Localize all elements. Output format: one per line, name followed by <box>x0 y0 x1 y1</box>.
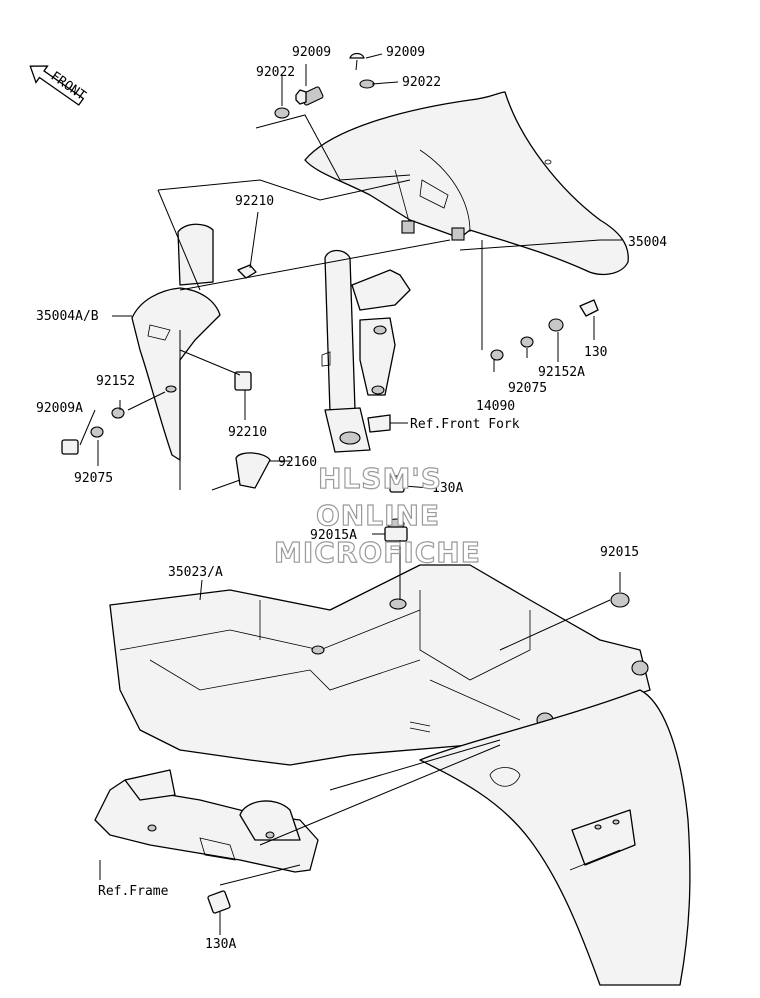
rear-undertray <box>109 564 651 766</box>
callout-ref-frame: Ref.Frame <box>98 884 169 899</box>
callout-92152: 92152 <box>96 374 135 389</box>
callout-92075-right: 92075 <box>508 381 547 396</box>
callout-92075-left: 92075 <box>74 471 113 486</box>
callout-14090: 14090 <box>476 399 515 414</box>
callout-92015: 92015 <box>600 545 639 560</box>
callout-92152a: 92152A <box>538 365 585 380</box>
callout-130a-bottom: 130A <box>205 937 236 952</box>
callout-130a-mid: 130A <box>432 481 463 496</box>
watermark-line-1: HLSM'S <box>318 462 442 495</box>
callout-92009-right: 92009 <box>386 45 425 60</box>
callout-92009a: 92009A <box>36 401 83 416</box>
fasteners-top <box>61 52 630 914</box>
front-fender <box>304 91 629 276</box>
callout-92210-bottom: 92210 <box>228 425 267 440</box>
callout-92160: 92160 <box>278 455 317 470</box>
front-arrow-icon <box>29 65 85 106</box>
callout-130-right: 130 <box>584 345 607 360</box>
inner-fender <box>131 223 221 461</box>
callout-35023a: 35023/A <box>168 565 223 580</box>
callout-35004ab: 35004A/B <box>36 309 99 324</box>
watermark-line-3: MICROFICHE <box>274 536 481 569</box>
watermark-line-2: ONLINE <box>316 499 440 532</box>
callout-92022-left: 92022 <box>256 65 295 80</box>
callout-92015a: 92015A <box>310 528 357 543</box>
front-fork <box>321 249 411 453</box>
callout-ref-front-fork: Ref.Front Fork <box>410 417 520 432</box>
frame-member <box>94 769 319 873</box>
callout-35004: 35004 <box>628 235 667 250</box>
callout-92009-left: 92009 <box>292 45 331 60</box>
callout-labels: 92009 92009 92022 92022 92210 35004 3500… <box>36 45 667 952</box>
leader-lines <box>79 53 622 935</box>
rear-fender <box>419 689 691 986</box>
callout-92210-top: 92210 <box>235 194 274 209</box>
watermark: HLSM'S ONLINE MICROFICHE <box>273 461 481 569</box>
callout-92022-right: 92022 <box>402 75 441 90</box>
